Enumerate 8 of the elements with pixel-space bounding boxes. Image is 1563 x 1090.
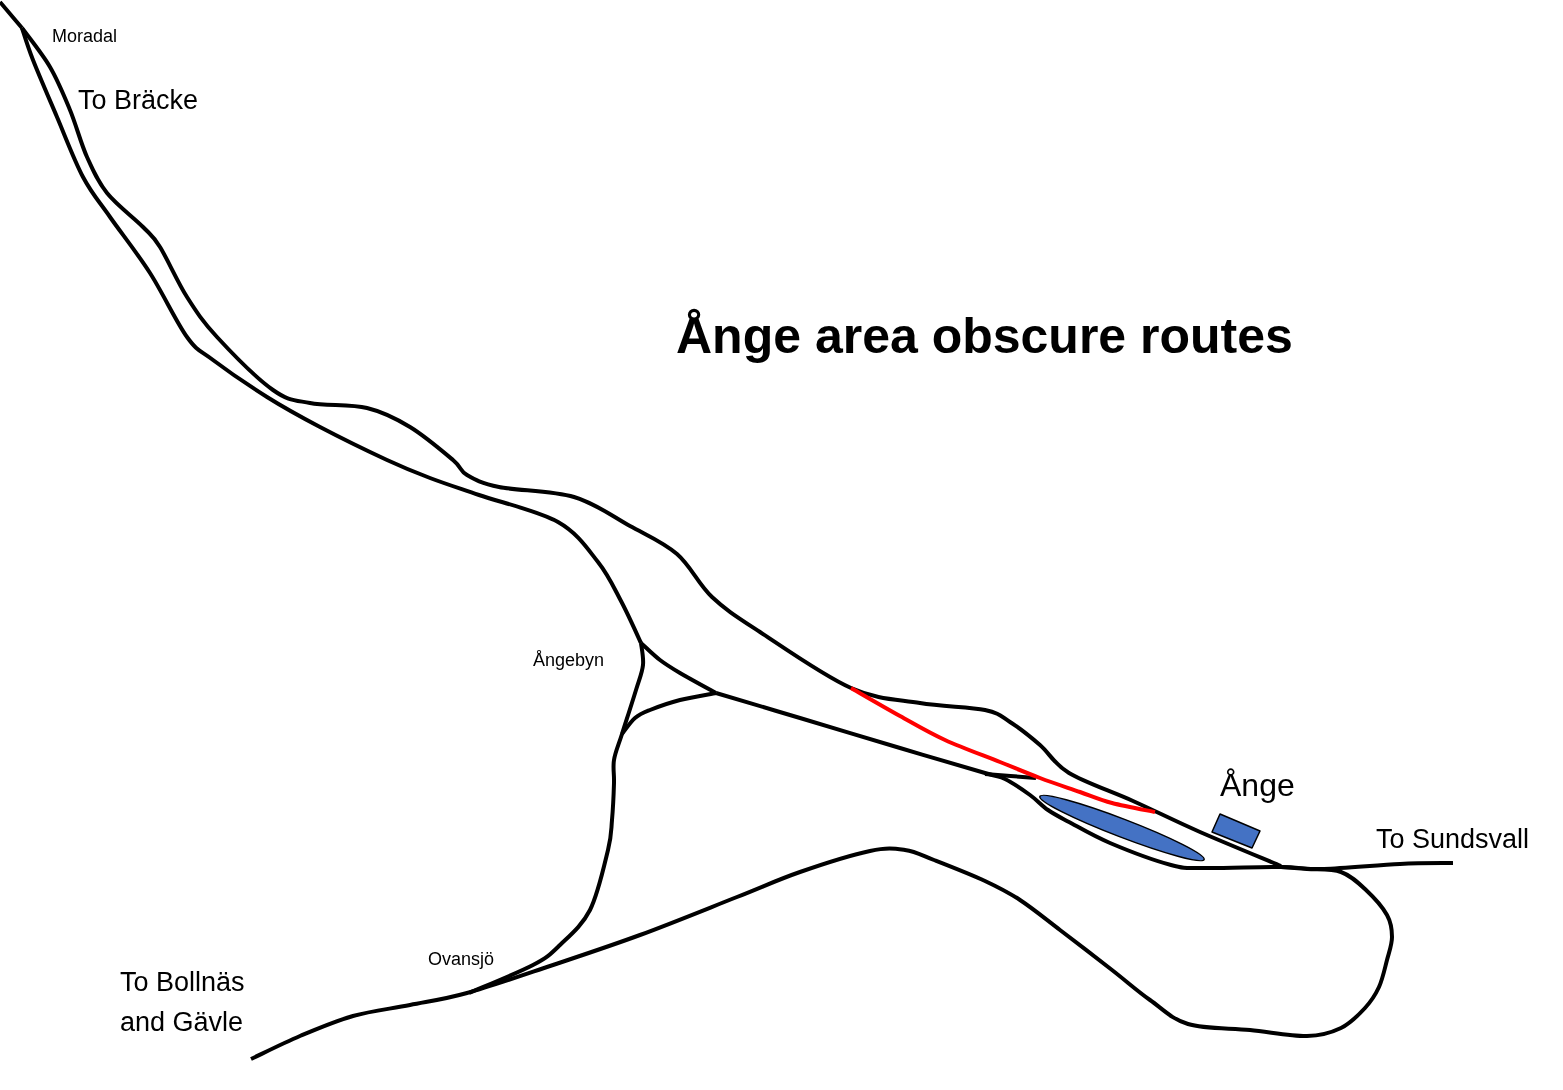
station-label: Ånge [1220, 767, 1295, 804]
destination-label: To Bollnäs and Gävle [120, 966, 246, 1039]
diagram-title: Ånge area obscure routes [676, 308, 1293, 366]
station-label: Ovansjö [428, 949, 495, 970]
station-label: Moradal [52, 26, 118, 47]
destination-label: To Sundsvall [1376, 824, 1530, 856]
station-label: Ångebyn [533, 650, 605, 671]
destination-label: To Bräcke [78, 85, 199, 117]
